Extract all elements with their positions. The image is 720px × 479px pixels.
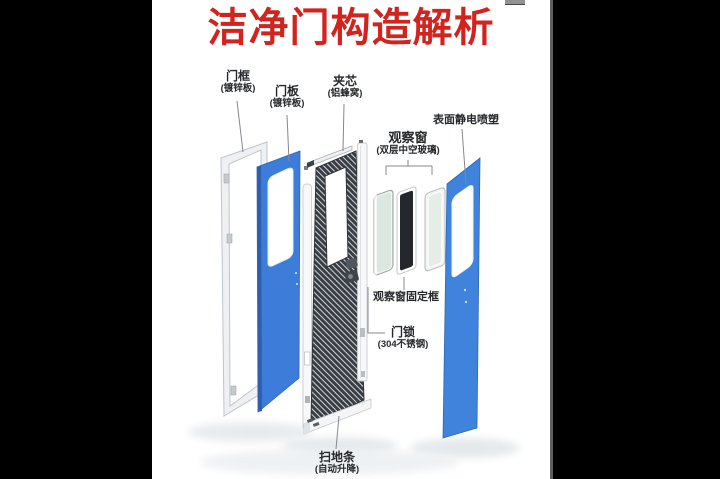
glass-pane-right xyxy=(424,187,446,272)
label-door-lock: 门锁 (304不锈钢) xyxy=(378,325,429,350)
leader-surface-coating xyxy=(461,128,467,185)
latch-plate xyxy=(304,351,311,366)
label-surface-coating: 表面静电喷塑 xyxy=(433,114,499,127)
leader-core xyxy=(342,103,345,152)
label-door-panel-main: 门板 xyxy=(274,84,300,98)
door-lock-shape xyxy=(344,258,359,283)
hinge-top xyxy=(223,173,230,184)
label-door-frame-sub: (镀锌板) xyxy=(220,83,256,95)
sweep-strip-shape xyxy=(303,398,372,435)
label-observation-window-sub: (双层中空玻璃) xyxy=(376,145,440,157)
glass-pane-left xyxy=(373,189,394,276)
top-edge-tab xyxy=(505,0,525,5)
top-rail-shape xyxy=(306,145,353,168)
leader-door-panel xyxy=(286,114,290,162)
label-window-fixing-frame: 观察窗固定框 xyxy=(373,291,439,304)
leader-sweep-strip xyxy=(335,415,340,450)
window-fixing-frame-shape xyxy=(396,186,417,275)
honeycomb-core-shape xyxy=(310,150,365,425)
label-observation-window: 观察窗 (双层中空玻璃) xyxy=(376,130,439,157)
label-sweep-strip-main: 扫地条 xyxy=(318,450,356,464)
label-sweep-strip-sub: (自动升降) xyxy=(314,464,360,476)
label-door-lock-sub: (304不锈钢) xyxy=(377,339,429,351)
label-sweep-strip: 扫地条 (自动升降) xyxy=(315,450,359,475)
leader-door-lock xyxy=(367,287,385,334)
page-title: 洁净门构造解析 xyxy=(207,6,495,50)
right-edge-divider xyxy=(550,0,553,479)
door-panel-window-cutout xyxy=(267,167,294,267)
finished-door-shape xyxy=(442,157,481,439)
label-door-panel-sub: (镀锌板) xyxy=(269,98,305,110)
leader-observation-window-bracket xyxy=(385,160,433,175)
label-observation-window-main: 观察窗 xyxy=(388,130,428,145)
leader-door-frame xyxy=(236,100,244,153)
floor-shadows xyxy=(188,422,520,475)
door-edge-strip-right xyxy=(357,140,368,382)
label-window-fixing-frame-main: 观察窗固定框 xyxy=(373,291,439,303)
door-edge-strip-left xyxy=(302,166,312,431)
label-core-main: 夹芯 xyxy=(332,74,358,88)
label-core-sub: (铝蜂窝) xyxy=(327,88,363,100)
label-core: 夹芯 (铝蜂窝) xyxy=(328,74,363,99)
hinge-middle xyxy=(226,233,233,244)
label-door-frame: 门框 (镀锌板) xyxy=(221,69,256,94)
label-surface-coating-main: 表面静电喷塑 xyxy=(433,114,499,126)
finished-door-window-cutout xyxy=(451,185,474,278)
door-panel-shape xyxy=(256,150,301,413)
label-door-frame-main: 门框 xyxy=(225,69,251,83)
hinge-bottom xyxy=(230,385,237,396)
label-door-panel: 门板 (镀锌板) xyxy=(270,84,305,109)
label-door-lock-main: 门锁 xyxy=(390,325,415,339)
leader-lines xyxy=(236,100,467,450)
